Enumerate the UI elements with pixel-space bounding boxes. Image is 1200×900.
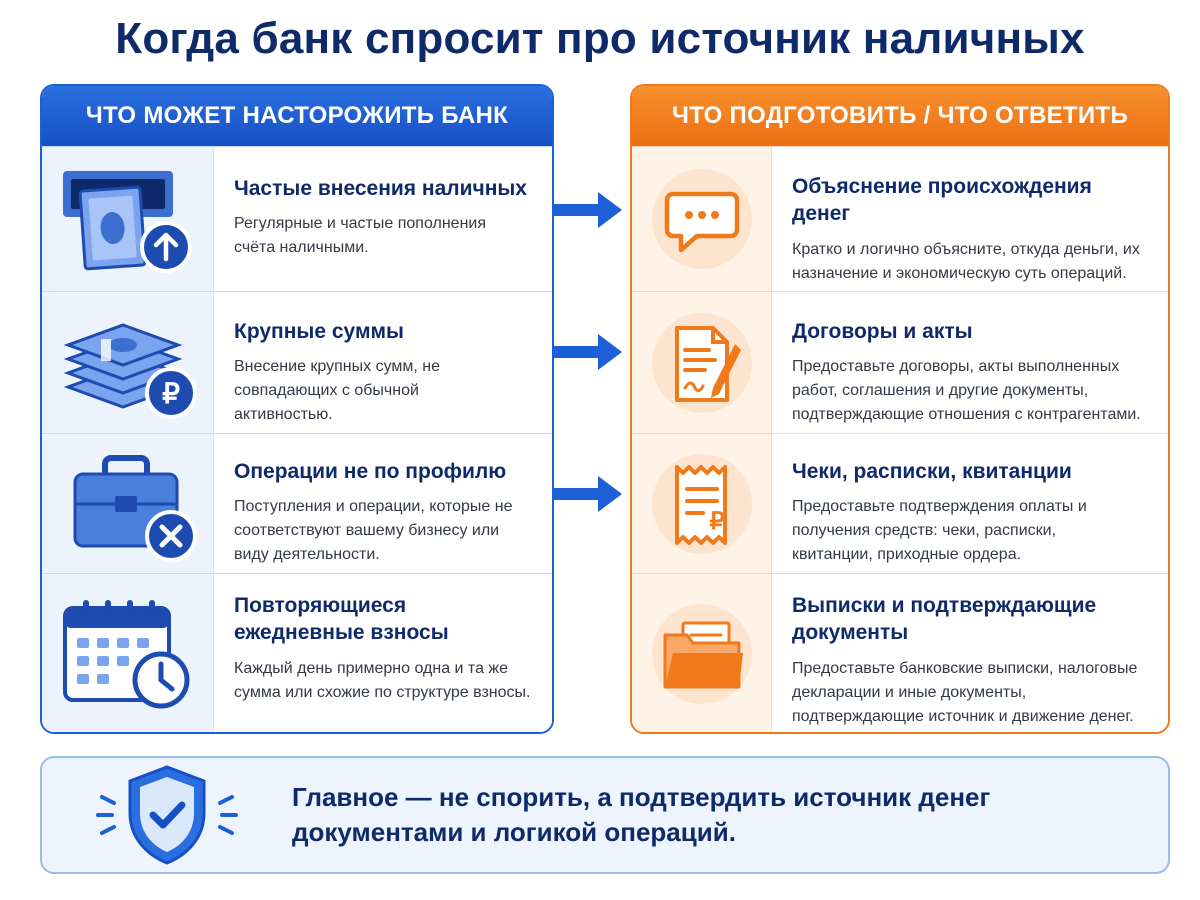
prep-item-receipts: ₽ Чеки, расписки, квитанции Предоставьте… (632, 433, 1168, 573)
risk-item-title: Крупные суммы (234, 320, 404, 343)
page-title: Когда банк спросит про источник наличных (115, 14, 1085, 63)
arrow-right-icon (552, 476, 622, 512)
risk-item-daily-deposits: Повторяющиеся ежедневные взносы Каждый д… (42, 573, 552, 732)
risk-item-frequent-deposits: Частые внесения наличных Регулярные и ча… (42, 146, 552, 291)
money-stack-ruble-icon: ₽ (63, 322, 197, 419)
preparation-panel: ЧТО ПОДГОТОВИТЬ / ЧТО ОТВЕТИТЬ Объяснени… (630, 84, 1170, 734)
risk-item-title: Частые внесения наличных (234, 177, 527, 200)
prep-item-explanation: Объяснение происхождения денег Кратко и … (632, 146, 1168, 291)
risk-item-large-sums: ₽ Крупные суммы Внесение крупных сумм, н… (42, 291, 552, 433)
prep-item-title: Чеки, расписки, квитанции (792, 460, 1072, 483)
risk-item-text: Внесение крупных сумм, не совпадающих с … (234, 358, 441, 424)
risk-item-text: Регулярные и частые пополнения счёта нал… (234, 215, 486, 257)
chat-bubble-icon (651, 169, 752, 269)
calendar-clock-icon (62, 600, 189, 709)
risk-panel-header: ЧТО МОЖЕТ НАСТОРОЖИТЬ БАНК (42, 86, 552, 146)
prep-item-text: Кратко и логично объясните, откуда деньг… (792, 240, 1140, 282)
atm-deposit-icon (62, 171, 192, 273)
arrow-right-icon (552, 192, 622, 228)
svg-text:₽: ₽ (162, 378, 180, 409)
risk-panel: ЧТО МОЖЕТ НАСТОРОЖИТЬ БАНК Частые внесен… (40, 84, 554, 734)
briefcase-cross-icon (73, 454, 197, 562)
prep-item-statements: Выписки и подтверждающие документы Предо… (632, 573, 1168, 732)
arrow-right-icon (552, 334, 622, 370)
key-message-banner: Главное — не спорить, а подтвердить исто… (40, 756, 1170, 874)
prep-item-text: Предоставьте банковские выписки, налогов… (792, 659, 1138, 725)
prep-item-title: Объяснение происхождения денег (792, 175, 1092, 226)
risk-item-title: Повторяющиеся ежедневные взносы (234, 594, 449, 645)
svg-text:₽: ₽ (709, 508, 724, 535)
preparation-panel-header: ЧТО ПОДГОТОВИТЬ / ЧТО ОТВЕТИТЬ (632, 86, 1168, 146)
contract-pen-icon (651, 312, 752, 413)
folder-documents-icon (651, 604, 752, 704)
prep-item-title: Договоры и акты (792, 320, 973, 343)
prep-item-text: Предоставьте договоры, акты выполненных … (792, 358, 1141, 424)
risk-item-text: Поступления и операции, которые не соотв… (234, 498, 513, 564)
prep-item-title: Выписки и подтверждающие документы (792, 594, 1097, 645)
prep-item-text: Предоставьте подтверждения оплаты и полу… (792, 498, 1087, 564)
shield-check-icon (96, 765, 238, 865)
risk-item-off-profile: Операции не по профилю Поступления и опе… (42, 433, 552, 573)
risk-item-text: Каждый день примерно одна и та же сумма … (234, 659, 531, 701)
prep-item-contracts: Договоры и акты Предоставьте договоры, а… (632, 291, 1168, 433)
receipt-ruble-icon: ₽ (651, 453, 752, 554)
risk-item-title: Операции не по профилю (234, 460, 507, 483)
key-message-text: Главное — не спорить, а подтвердить исто… (292, 781, 991, 847)
